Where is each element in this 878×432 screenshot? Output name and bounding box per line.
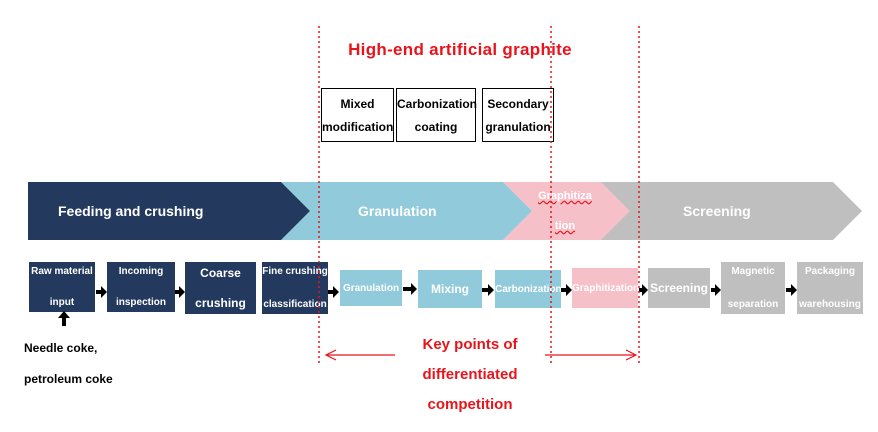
tech-box-line1: Mixed bbox=[340, 97, 375, 111]
stage-label-line2: tion bbox=[554, 220, 576, 232]
stage-arrow-graphitization bbox=[503, 182, 630, 240]
tech-box-carbonization-coating: Carbonization coating bbox=[396, 88, 477, 142]
step-line1: Mixing bbox=[431, 282, 469, 296]
stage-label-granulation: Granulation bbox=[358, 203, 437, 219]
step-mixing: Mixing bbox=[418, 270, 482, 308]
connector-arrow bbox=[561, 284, 572, 296]
step-line2: warehousing bbox=[799, 299, 861, 310]
step-line2: input bbox=[49, 297, 75, 308]
connector-arrow bbox=[786, 284, 797, 296]
step-line2: classification bbox=[263, 299, 327, 310]
connector-arrow bbox=[482, 284, 494, 296]
key-points-line2: differentiated bbox=[422, 366, 518, 383]
step-line1: Incoming bbox=[118, 266, 164, 277]
connector-arrow bbox=[639, 284, 648, 296]
input-note-line2: petroleum coke bbox=[24, 372, 113, 386]
step-line1: Packaging bbox=[804, 266, 856, 277]
stage-arrow-screening bbox=[598, 182, 862, 240]
step-line2: inspection bbox=[115, 297, 166, 308]
tech-box-line1: Carbonization bbox=[397, 97, 477, 111]
stage-arrow-granulation bbox=[281, 182, 532, 240]
step-line1: Graphitization bbox=[572, 282, 640, 294]
step-line1: Fine crushing bbox=[262, 266, 328, 277]
step-packaging-warehousing: Packaging warehousing bbox=[797, 262, 863, 314]
key-points-line3: competition bbox=[427, 396, 513, 413]
step-granulation: Granulation bbox=[340, 270, 402, 306]
tech-box-line2: coating bbox=[414, 120, 458, 134]
step-line1: Coarse bbox=[200, 266, 241, 280]
diagram-title: High-end artificial graphite bbox=[348, 40, 572, 59]
step-raw-material-input: Raw material input bbox=[29, 262, 95, 312]
stage-arrow-feeding-crushing bbox=[28, 182, 310, 240]
step-line1: Screening bbox=[649, 281, 709, 295]
key-points-arrowhead-left bbox=[324, 349, 337, 361]
step-graphitization: Graphitization bbox=[572, 268, 640, 308]
step-incoming-inspection: Incoming inspection bbox=[107, 262, 175, 312]
stage-label-graphitization: Graphitiza tion bbox=[535, 188, 595, 234]
step-line2: crushing bbox=[195, 296, 246, 310]
step-line1: Magnetic bbox=[731, 266, 775, 277]
key-points-arrowhead-right bbox=[625, 349, 638, 361]
step-line1: Granulation bbox=[342, 282, 400, 294]
connector-arrow bbox=[96, 286, 107, 298]
step-line2: separation bbox=[727, 299, 779, 310]
tech-box-secondary-granulation: Secondary granulation bbox=[482, 88, 554, 142]
step-fine-crushing-classification: Fine crushing classification bbox=[262, 262, 328, 314]
connector-arrow bbox=[328, 286, 339, 298]
input-up-arrow bbox=[58, 311, 70, 326]
key-points-line1: Key points of bbox=[422, 336, 518, 353]
step-carbonization: Carbonization bbox=[495, 270, 562, 308]
connector-arrow bbox=[403, 283, 417, 295]
step-screening: Screening bbox=[648, 268, 710, 308]
connector-arrow bbox=[711, 284, 721, 296]
tech-box-line2: granulation bbox=[485, 120, 551, 134]
connector-arrow bbox=[175, 286, 185, 298]
tech-box-line1: Secondary bbox=[487, 97, 549, 111]
step-line1: Raw material bbox=[31, 266, 93, 277]
step-coarse-crushing: Coarse crushing bbox=[185, 262, 256, 314]
stage-label-screening: Screening bbox=[683, 203, 751, 219]
tech-box-line2: modification bbox=[322, 120, 394, 134]
key-points-label: Key points of differentiated competition bbox=[395, 330, 545, 420]
input-note-line1: Needle coke, bbox=[24, 341, 98, 355]
step-magnetic-separation: Magnetic separation bbox=[721, 262, 785, 314]
stage-label-feeding-crushing: Feeding and crushing bbox=[58, 203, 204, 219]
step-line1: Carbonization bbox=[495, 283, 562, 295]
tech-box-mixed-modification: Mixed modification bbox=[321, 88, 394, 142]
